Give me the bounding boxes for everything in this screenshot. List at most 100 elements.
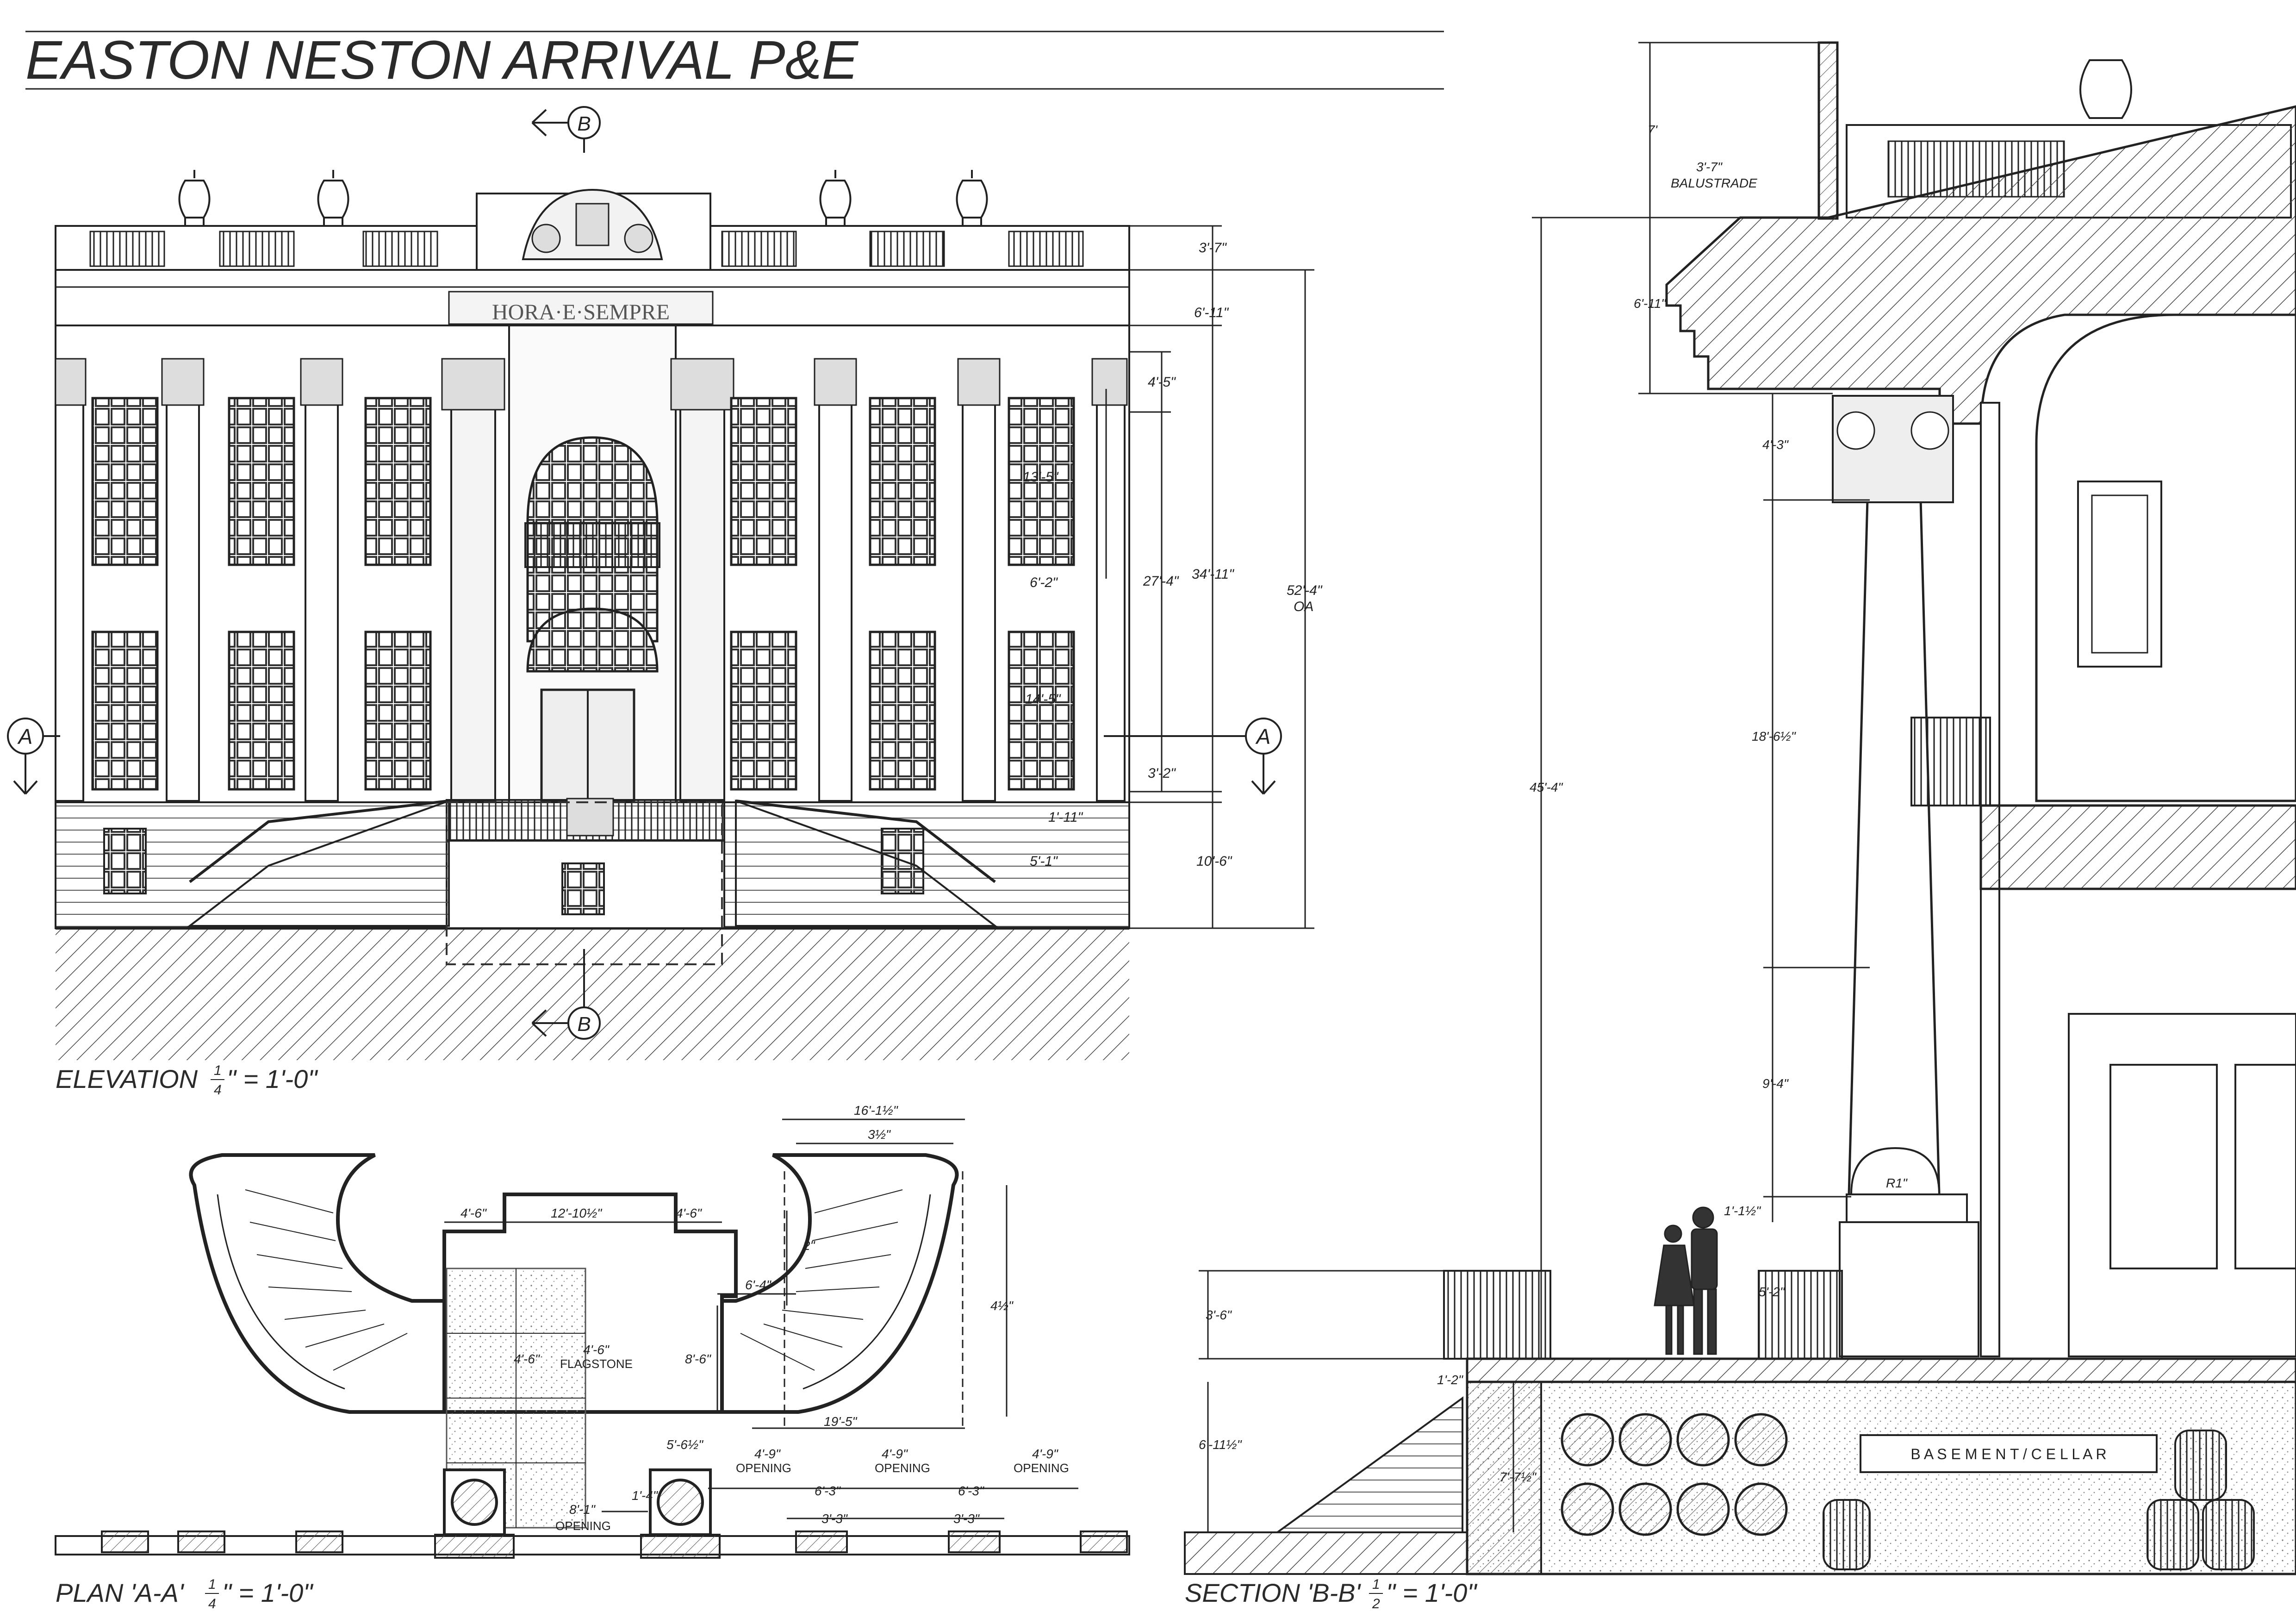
section-steps [1274,1396,1463,1533]
section-wine-rack [1561,1413,1788,1536]
dim-base-window: 1'-11" [1048,810,1083,825]
inscription-panel [448,291,714,325]
opening-label-4: OPENING [555,1519,611,1533]
svg-text:3'-7": 3'-7" [1696,160,1723,174]
dim-base-window-height: 5'-1" [1030,854,1058,869]
svg-text:12'-10½": 12'-10½" [551,1206,602,1220]
dim-plinth-height: 3'-2" [1148,766,1176,781]
plan-curved-stair-left [189,1153,446,1414]
column-capitals [55,358,1128,411]
section-caption: SECTION 'B-B' 1 2 " = 1'-0" [1185,1577,1477,1612]
svg-text:4'-9": 4'-9" [1032,1447,1058,1461]
svg-text:19'-5": 19'-5" [824,1414,857,1429]
dim-overall-height: 52'-4" [1287,583,1323,598]
svg-text:6'-4": 6'-4" [745,1278,772,1292]
basement-label-box [1860,1434,2158,1473]
plan-dimension-lines [444,1118,1078,1519]
dim-pier: 6'-2" [1030,575,1058,590]
section-barrels [1823,1430,2255,1570]
section-roof-slab [1665,105,2296,425]
svg-text:2": 2" [803,1238,815,1253]
svg-text:" = 1'-0": " = 1'-0" [227,1064,318,1093]
central-crest [476,188,711,271]
svg-text:6'-3": 6'-3" [815,1484,841,1498]
svg-text:6'-11": 6'-11" [1634,296,1666,311]
svg-text:R1": R1" [1886,1176,1908,1190]
flagstone-label: FLAGSTONE [560,1357,633,1371]
section-drawing: B A S E M E N T / C E L L A R [1184,41,2296,1612]
svg-text:4'-6": 4'-6" [514,1352,540,1366]
svg-text:3'-3": 3'-3" [953,1512,980,1526]
entrance-stairs [187,800,998,927]
svg-text:4'-9": 4'-9" [754,1447,781,1461]
svg-text:4: 4 [208,1596,216,1612]
svg-text:3'-6": 3'-6" [1206,1308,1232,1322]
balcony-railing [524,522,660,568]
svg-text:4'-6": 4'-6" [460,1206,487,1220]
plan-column-bases [434,1468,721,1559]
svg-text:3½": 3½" [868,1127,891,1142]
svg-text:4'-6": 4'-6" [583,1343,610,1357]
svg-text:PLAN 'A-A': PLAN 'A-A' [56,1578,185,1607]
inscription-text: HORA·E·SEMPRE [492,300,670,325]
basement-label: B A S E M E N T / C E L L A R [1910,1446,2106,1462]
section-balcony [1910,717,1991,806]
elevation-drawing: HORA·E·SEMPRE [7,106,1323,1098]
section-terrace-railing [1443,1270,1551,1360]
svg-text:B: B [577,112,591,135]
svg-text:7': 7' [1648,123,1658,137]
section-parapet [1817,41,1839,220]
section-dimension-lines [1199,42,1870,1532]
svg-text:6'-3": 6'-3" [958,1484,984,1498]
section-column-base [1850,1147,1941,1195]
opening-label-3: OPENING [1014,1461,1069,1475]
svg-text:4'-9": 4'-9" [882,1447,908,1461]
svg-text:1'-1½": 1'-1½" [1724,1204,1761,1218]
plan-drawing: 4'-6" 12'-10½" 4'-6" 16'-1½" 3½" 2" 4½" … [55,1103,1130,1612]
svg-text:BALUSTRADE: BALUSTRADE [1671,176,1757,190]
svg-text:9'-4": 9'-4" [1762,1076,1789,1091]
sheet-title: EASTON NESTON ARRIVAL P&E [25,30,859,91]
section-floor-slab [1979,804,2296,890]
dim-overall-label: OA [1294,599,1313,614]
svg-text:16'-1½": 16'-1½" [854,1103,898,1118]
dim-balustrade-height: 3'-7" [1199,240,1227,256]
svg-text:4'-6": 4'-6" [676,1206,702,1220]
roof-urns [178,170,988,227]
svg-text:B: B [577,1013,591,1036]
svg-text:" = 1'-0": " = 1'-0" [1386,1578,1477,1607]
svg-text:8'-1": 8'-1" [569,1502,596,1517]
section-marker-bottom: B [531,949,601,1040]
plan-caption: PLAN 'A-A' 1 4 " = 1'-0" [56,1577,313,1612]
section-urn [2079,59,2132,119]
dim-upper-window: 13'-5" [1023,469,1059,485]
elevation-dimensions: 3'-7" 6'-11" 4'-5" 27'-4" 34'-11" 52'-4"… [1023,240,1323,869]
svg-text:1'-4": 1'-4" [632,1488,658,1503]
opening-label-1: OPENING [736,1461,791,1475]
lower-windows [91,631,1075,791]
cut-marker-left: A [7,718,60,795]
section-marker-top: B [531,106,601,153]
section-ground [1184,1531,1468,1575]
svg-text:1'-2": 1'-2" [1437,1373,1463,1387]
svg-text:7'-7½": 7'-7½" [1500,1470,1537,1484]
svg-text:2: 2 [1372,1596,1380,1612]
svg-text:3'-3": 3'-3" [821,1512,848,1526]
section-people [1654,1206,1718,1355]
svg-text:A: A [1255,725,1271,749]
dim-entablature-height: 6'-11" [1194,305,1229,320]
svg-text:4'-3": 4'-3" [1762,437,1789,452]
section-dimensions: 7' 3'-7" BALUSTRADE 6'-11" 4'-3" 18'-6½"… [1199,123,1908,1484]
svg-text:A: A [17,725,33,749]
svg-text:1: 1 [214,1063,222,1078]
svg-text:4½": 4½" [990,1299,1014,1313]
svg-text:" = 1'-0": " = 1'-0" [222,1578,313,1607]
upper-windows [91,397,1075,566]
elevation-caption: ELEVATION 1 4 " = 1'-0" [56,1063,318,1098]
svg-text:1: 1 [1372,1577,1380,1592]
svg-text:6'-11½": 6'-11½" [1199,1437,1242,1452]
svg-text:8'-6": 8'-6" [685,1352,711,1366]
svg-text:ELEVATION: ELEVATION [56,1064,198,1093]
opening-label-2: OPENING [875,1461,930,1475]
